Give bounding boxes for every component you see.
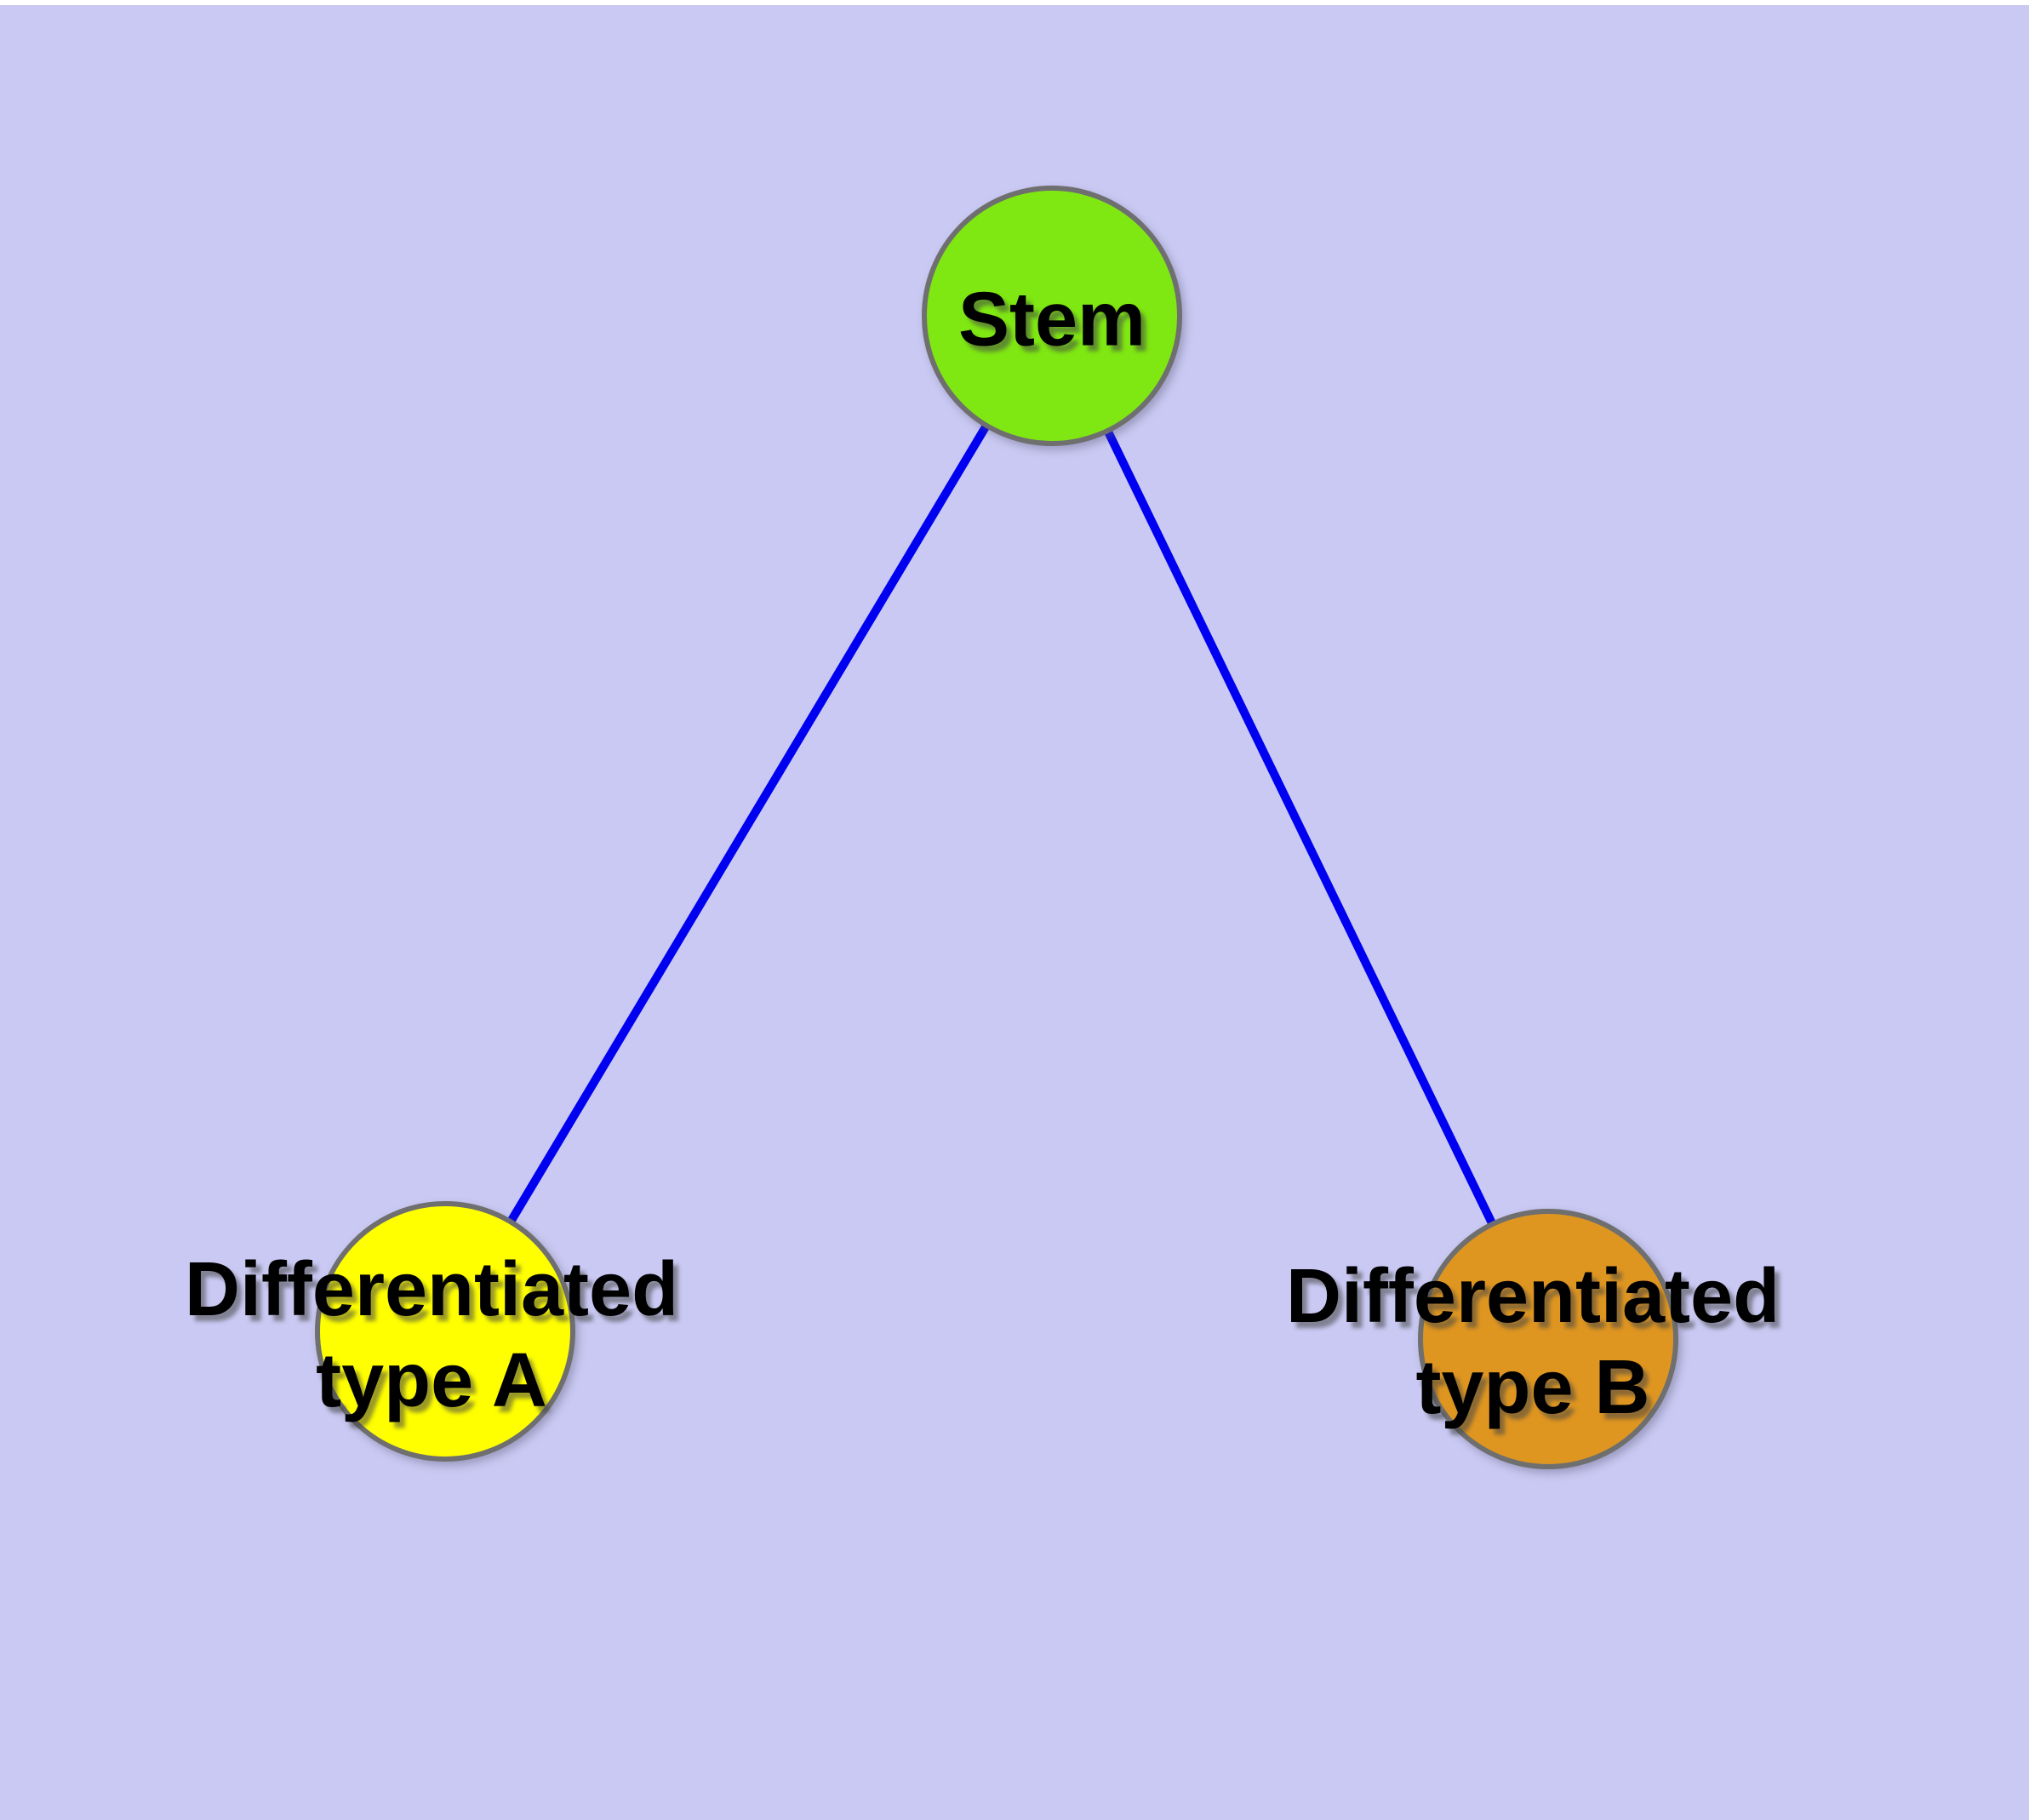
node-stem[interactable]: [922, 186, 1182, 446]
node-differentiated-type-b[interactable]: [1418, 1209, 1678, 1469]
top-edge-strip: [0, 0, 2029, 5]
edge-stem-to-differentiated-type-b: [1048, 313, 1552, 1342]
node-differentiated-type-a[interactable]: [315, 1201, 575, 1462]
edge-stem-to-differentiated-type-a: [441, 313, 1056, 1334]
